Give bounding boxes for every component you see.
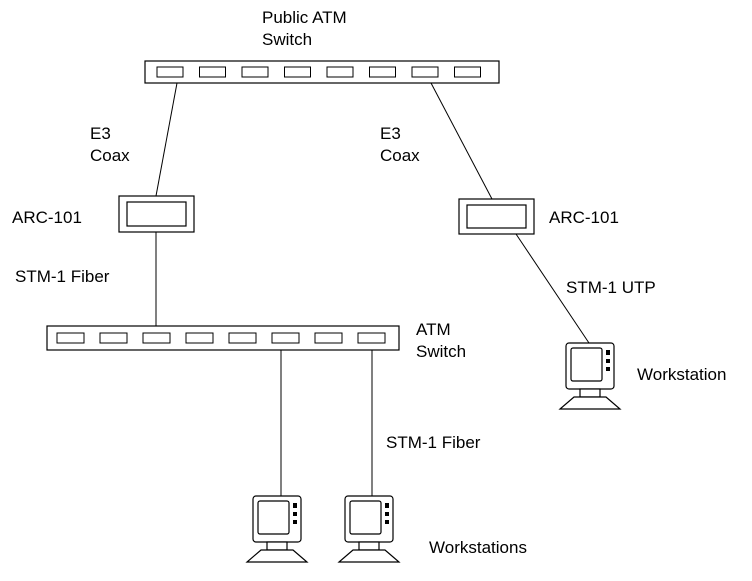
atm-switch-label-line1: ATM <box>416 320 451 339</box>
workstation-icon <box>559 342 621 410</box>
link-left-e3-medium: Coax <box>90 146 130 165</box>
workstation-icon <box>246 495 308 563</box>
public-switch-ports <box>156 66 481 78</box>
link-right-e3-medium: Coax <box>380 146 420 165</box>
switch-port <box>241 66 269 78</box>
public-switch-label-line2: Switch <box>262 30 312 49</box>
link-bottom-stm-label: STM-1 Fiber <box>386 433 481 452</box>
workstation-label: Workstation <box>637 365 726 384</box>
atm-switch-ports <box>56 332 386 344</box>
link-left-e3-label: E3 <box>90 124 111 143</box>
switch-port <box>326 66 354 78</box>
switch-port <box>284 66 311 78</box>
arc-left-label: ARC-101 <box>12 208 82 227</box>
arc-right-label: ARC-101 <box>549 208 619 227</box>
arc-101-right-device <box>458 198 535 235</box>
atm-switch-label-line2: Switch <box>416 342 466 361</box>
workstation-icon <box>338 495 400 563</box>
switch-port <box>369 66 396 78</box>
public-atm-switch <box>144 60 500 84</box>
switch-port <box>271 332 300 344</box>
switch-port <box>228 332 257 344</box>
link-right-e3-label: E3 <box>380 124 401 143</box>
switch-port <box>454 66 481 78</box>
switch-port <box>199 66 226 78</box>
link-arc-right-to-workstation <box>515 233 590 344</box>
link-left-stm-label: STM-1 Fiber <box>15 267 110 286</box>
switch-port <box>142 332 171 344</box>
switch-port <box>56 332 85 344</box>
switch-port <box>185 332 214 344</box>
switch-port <box>156 66 184 78</box>
workstations-label: Workstations <box>429 538 527 557</box>
switch-port <box>314 332 343 344</box>
link-public-to-arc-right <box>430 82 493 200</box>
link-right-stm-label: STM-1 UTP <box>566 278 656 297</box>
atm-switch <box>46 325 400 351</box>
switch-port <box>99 332 128 344</box>
arc-101-left-device <box>118 195 195 233</box>
switch-port <box>357 332 386 344</box>
link-public-to-arc-left <box>155 82 178 197</box>
public-switch-label-line1: Public ATM <box>262 8 347 27</box>
switch-port <box>411 66 439 78</box>
